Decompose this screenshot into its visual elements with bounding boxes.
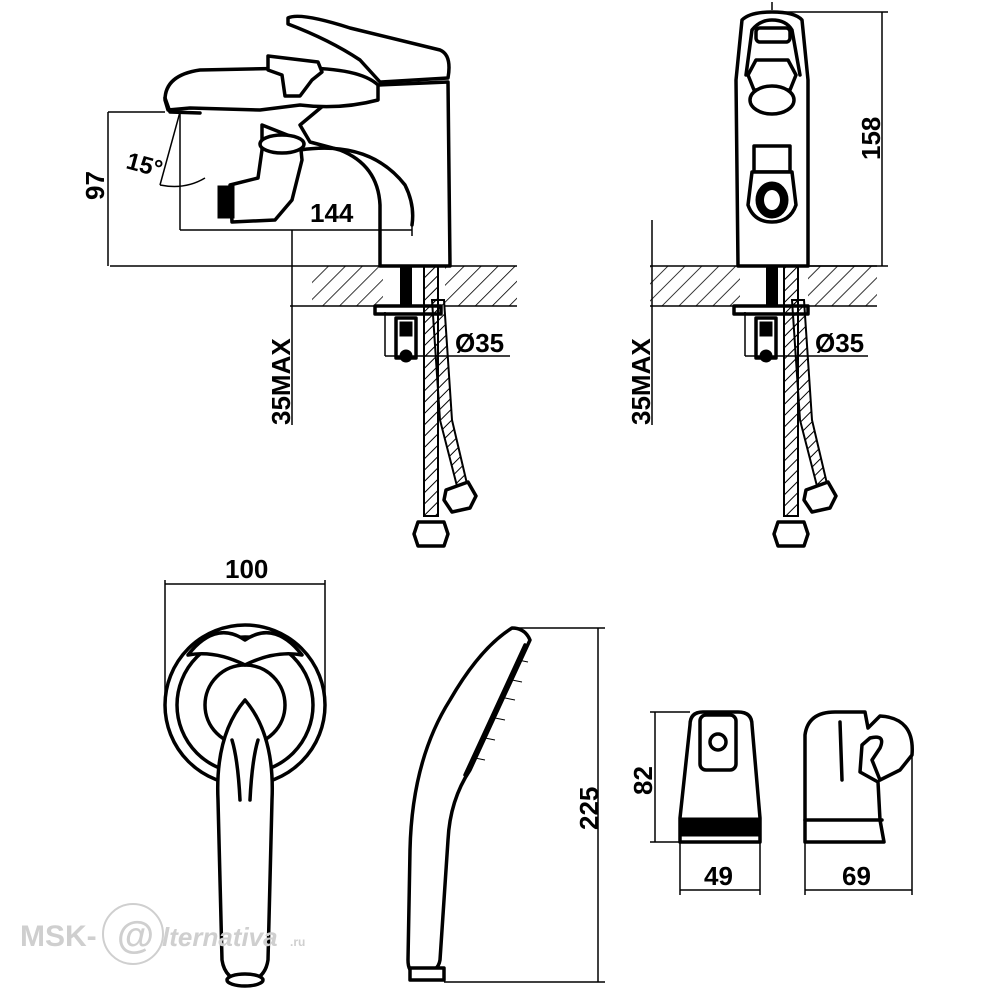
holder-side-view: 69 (803, 710, 914, 895)
dim-angle: 15° (123, 148, 165, 183)
dim-100: 100 (225, 554, 268, 584)
dim-dia35-front: Ø35 (815, 328, 864, 358)
faucet-front-view: 158 Ø35 35MAX (626, 2, 888, 548)
shower-handle-side (406, 626, 532, 974)
shower-head-front-view: 100 (163, 554, 327, 988)
dim-225: 225 (574, 787, 604, 830)
lever-side (286, 14, 451, 84)
svg-text:@: @ (117, 915, 154, 957)
faucet-body-side (298, 80, 452, 268)
holder-front-view: 82 49 (628, 710, 762, 895)
dim-35max-front: 35MAX (626, 338, 656, 425)
dim-158: 158 (856, 117, 886, 160)
svg-text:.ru: .ru (290, 935, 305, 949)
shower-head-side-view: 225 (406, 626, 605, 983)
dim-dia35-side: Ø35 (455, 328, 504, 358)
holder-body-side (803, 710, 914, 844)
svg-text:MSK-: MSK- (20, 920, 97, 953)
dim-49: 49 (704, 861, 733, 891)
diverter-knob-side (266, 54, 324, 98)
faucet-side-view: 144 97 15° Ø35 35MAX (80, 14, 517, 548)
dim-35max-side: 35MAX (266, 338, 296, 425)
spray-nozzles (474, 659, 529, 761)
svg-text:lternativa: lternativa (162, 922, 278, 952)
thread-end-side (217, 185, 235, 219)
dim-97: 97 (80, 171, 110, 200)
watermark-logo: MSK- @ lternativa .ru (20, 903, 305, 965)
dim-82: 82 (628, 766, 658, 795)
dim-144: 144 (310, 198, 354, 228)
dim-69: 69 (842, 861, 871, 891)
spout-side (163, 66, 380, 112)
